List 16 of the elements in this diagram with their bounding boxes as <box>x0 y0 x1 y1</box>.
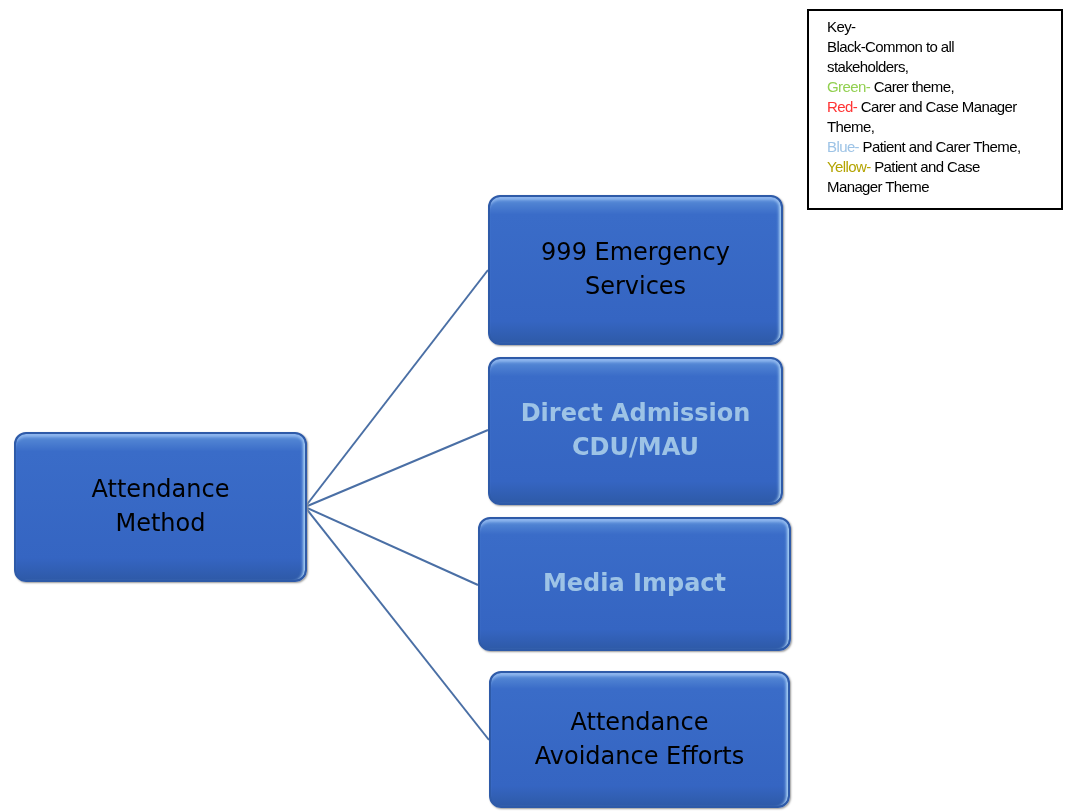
legend-entry: Black-Common to all stakeholders, <box>827 37 955 77</box>
key-title: Key- <box>827 17 857 37</box>
rounded-box <box>14 432 307 582</box>
box-label: Media Impact <box>542 568 727 600</box>
legend-entry: Yellow- Patient and Case Manager Theme <box>827 157 981 197</box>
box-label: 999 Emergency Services <box>540 237 731 302</box>
box-label: Direct Admission CDU/MAU <box>519 398 752 463</box>
legend-entry: Red- Carer and Case Manager Theme, <box>827 97 1018 137</box>
rounded-box <box>488 357 783 505</box>
legend-entry: Blue- Patient and Carer Theme, <box>827 137 1022 157</box>
legend-entry: Green- Carer theme, <box>827 77 955 97</box>
box-label: Attendance Method <box>90 474 231 539</box>
rounded-box <box>478 517 791 651</box>
box-label: Attendance Avoidance Efforts <box>533 706 746 772</box>
rounded-box <box>489 671 790 808</box>
rounded-box <box>488 195 783 345</box>
